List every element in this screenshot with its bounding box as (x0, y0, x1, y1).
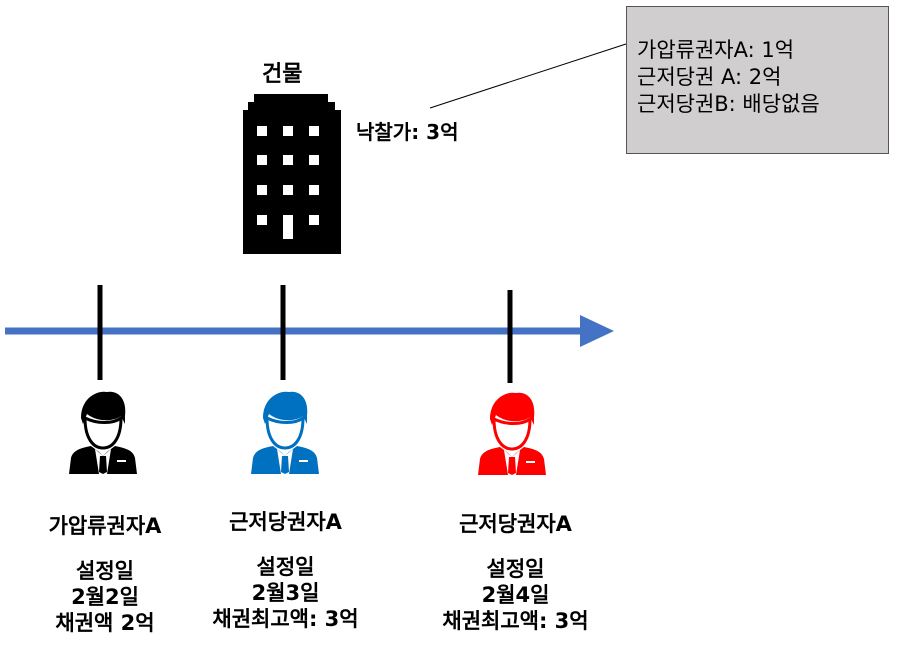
party-date: 2월3일 (251, 581, 320, 605)
person-icon-blue (249, 390, 321, 476)
party-name: 가압류권자A (48, 514, 162, 538)
party-amount: 채권최고액: 3억 (442, 609, 589, 633)
party-setup-label: 설정일 (486, 557, 545, 581)
winning-bid-price: 낙찰가: 3억 (356, 120, 459, 144)
timeline-arrowhead (580, 315, 614, 347)
party-setup-label: 설정일 (76, 559, 134, 583)
callout-line-1: 가압류권자A: 1억 (637, 38, 795, 62)
distribution-callout: 가압류권자A: 1억 근저당권 A: 2억 근저당권B: 배당없음 (626, 6, 889, 154)
person-icon-black (67, 390, 139, 476)
callout-pointer (429, 43, 627, 109)
party-amount: 채권최고액: 3억 (212, 607, 359, 631)
building-icon (243, 94, 341, 254)
party-name: 근저당권자A (229, 510, 342, 534)
building-title: 건물 (262, 62, 303, 87)
party-setup-label: 설정일 (256, 555, 315, 579)
party-date: 2월2일 (71, 585, 139, 609)
callout-line-3: 근저당권B: 배당없음 (637, 92, 820, 116)
party-amount: 채권액 2억 (55, 611, 155, 635)
party-1: 가압류권자A 설정일 2월2일 채권액 2억 (30, 510, 180, 636)
party-2: 근저당권자A 설정일 2월3일 채권최고액: 3억 (198, 506, 373, 632)
party-name: 근저당권자A (459, 512, 572, 536)
callout-line-2: 근저당권 A: 2억 (637, 65, 782, 89)
party-3: 근저당권자A 설정일 2월4일 채권최고액: 3억 (423, 508, 608, 634)
party-date: 2월4일 (481, 583, 550, 607)
person-icon-red (476, 391, 548, 477)
